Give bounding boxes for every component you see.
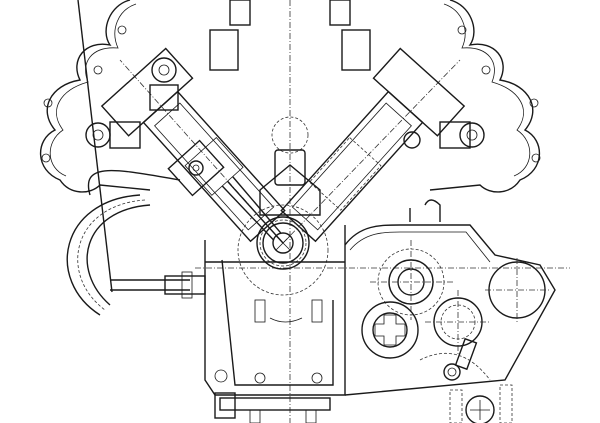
left-cylinder-bank [100, 47, 286, 244]
cover-bolts [41, 25, 541, 163]
left-piston [167, 139, 225, 197]
crankcase [204, 225, 346, 423]
gearbox-housing [344, 199, 556, 396]
valve-gear [85, 0, 485, 149]
gears [361, 240, 491, 381]
left-pipe [66, 0, 206, 316]
center-lines [119, 0, 570, 423]
right-cylinder-bank [280, 47, 466, 243]
v-valley [259, 116, 321, 216]
rotation-arrow [269, 317, 303, 323]
left-valve-cover [39, 0, 151, 193]
lower-supports [449, 384, 513, 423]
right-valve-cover [429, 0, 541, 193]
crankshaft-bearing [237, 204, 329, 296]
